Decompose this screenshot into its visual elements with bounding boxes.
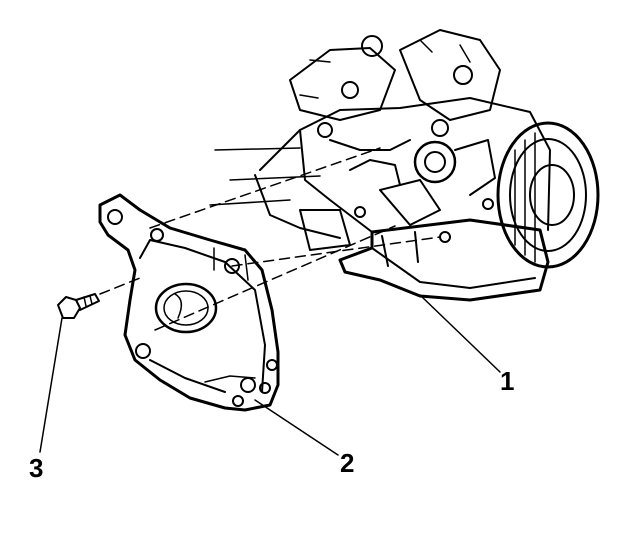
callout-engine-block: 1	[500, 366, 515, 396]
cover-bolt	[57, 293, 100, 319]
leader-lines	[39, 294, 501, 456]
callout-bolt: 3	[29, 453, 44, 483]
alignment-lines	[99, 147, 441, 331]
engine-block	[209, 29, 600, 302]
engine-front-cover	[98, 193, 280, 412]
callout-front-cover: 2	[340, 448, 355, 478]
